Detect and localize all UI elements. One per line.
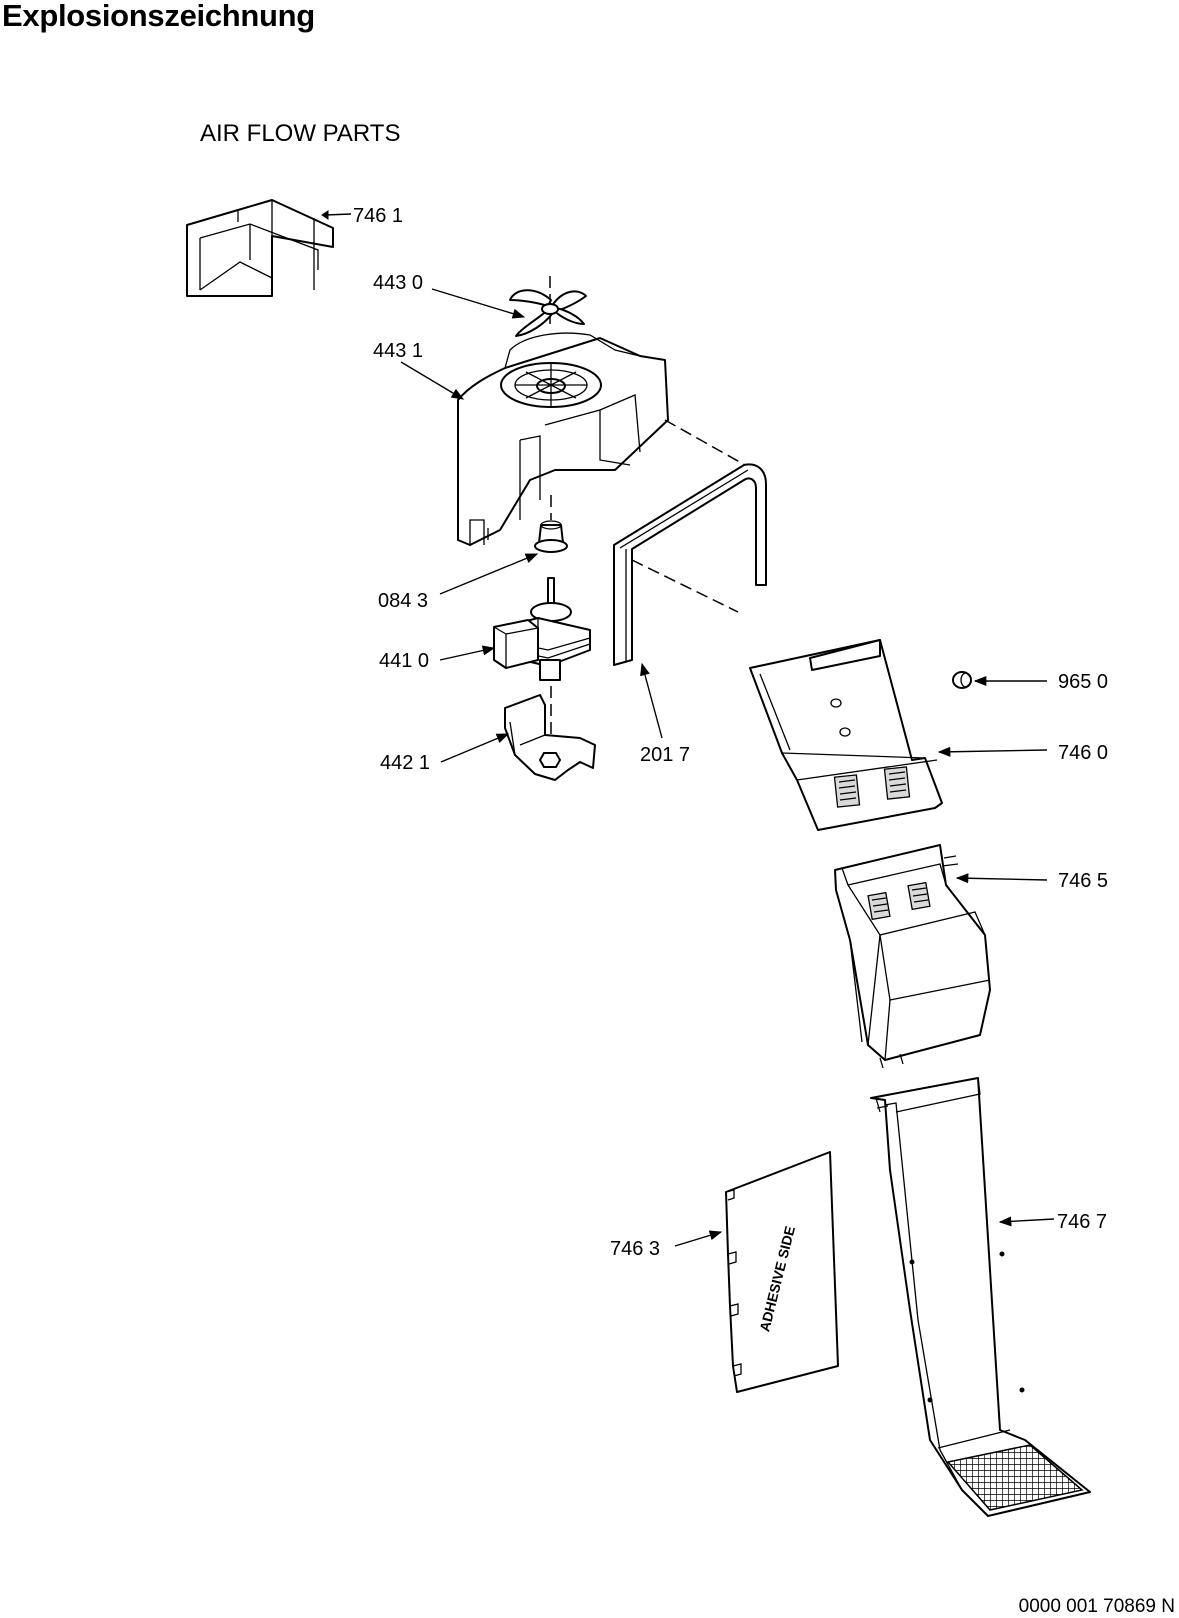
leader-lines [400, 288, 1055, 1247]
page-title: Explosionszeichnung [2, 0, 315, 33]
label-965-0: 965 0 [1058, 671, 1108, 693]
duct-housing-vents [867, 881, 931, 921]
part-965-0-plug [952, 671, 972, 689]
part-number-labels: 746 1 443 0 443 1 084 3 441 0 442 1 201 … [353, 205, 1108, 1260]
part-201-7-u-channel [613, 463, 767, 666]
label-746-1: 746 1 [353, 205, 403, 227]
part-443-0-fan-blade [509, 276, 587, 337]
part-746-0-duct-panel [749, 639, 943, 831]
label-746-3: 746 3 [610, 1238, 660, 1260]
label-746-5: 746 5 [1058, 870, 1108, 892]
part-746-7-lower-duct [870, 1077, 1091, 1517]
part-746-3-adhesive-pad: ADHESIVE SIDE [725, 1151, 839, 1393]
label-746-0: 746 0 [1058, 742, 1108, 764]
part-746-5-duct-housing [834, 844, 991, 1069]
part-443-1-fan-shroud [457, 332, 746, 546]
label-084-3: 084 3 [378, 590, 428, 612]
label-443-1: 443 1 [373, 340, 423, 362]
part-084-3-hub-nut [534, 495, 568, 553]
label-441-0: 441 0 [379, 650, 429, 672]
document-number: 0000 001 70869 N [1018, 1596, 1175, 1617]
part-441-0-fan-motor [493, 577, 591, 735]
duct-panel-vents [833, 766, 911, 808]
section-title: AIR FLOW PARTS [200, 120, 401, 147]
label-443-0: 443 0 [373, 272, 423, 294]
label-442-1: 442 1 [380, 752, 430, 774]
part-442-1-motor-bracket [504, 694, 596, 781]
part-746-1-top-bracket [186, 199, 352, 297]
label-746-7: 746 7 [1057, 1211, 1107, 1233]
label-201-7: 201 7 [640, 744, 690, 766]
